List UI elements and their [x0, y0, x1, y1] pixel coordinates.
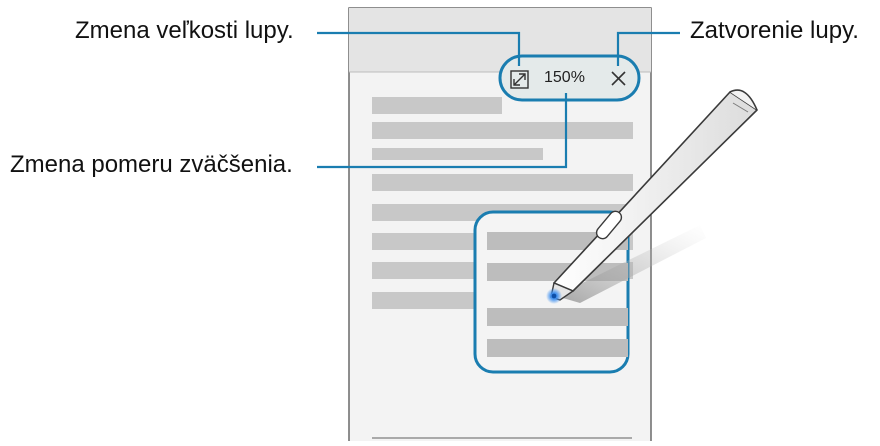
magnified-line: [487, 308, 628, 326]
s-pen: [546, 89, 758, 304]
text-line: [372, 97, 502, 114]
pen-shadow: [556, 225, 706, 303]
close-leader: [616, 31, 680, 66]
text-line: [372, 174, 633, 191]
zoom-leader: [317, 93, 568, 169]
zoom-ratio-callout: Zmena pomeru zväčšenia.: [10, 151, 293, 178]
close-callout: Zatvorenie lupy.: [690, 17, 859, 44]
text-line: [372, 292, 482, 309]
resize-callout: Zmena veľkosti lupy.: [75, 17, 294, 44]
zoom-value[interactable]: 150%: [544, 69, 585, 86]
resize-leader: [317, 31, 521, 66]
magnifier-toolbar: [498, 54, 641, 102]
resize-icon[interactable]: [510, 70, 529, 89]
text-line: [372, 122, 633, 139]
leader-lines: [317, 31, 680, 169]
close-icon[interactable]: [611, 71, 626, 86]
magnified-line: [487, 339, 628, 357]
pen-button: [595, 210, 623, 240]
text-line: [372, 148, 543, 160]
